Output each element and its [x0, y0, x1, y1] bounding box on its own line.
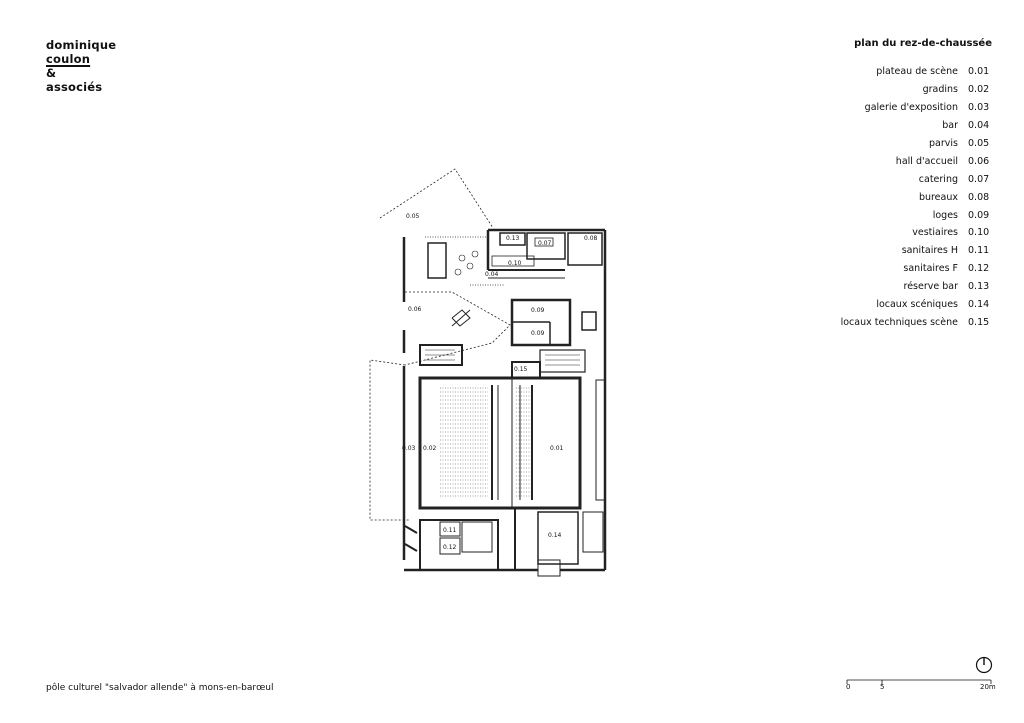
legend-room-code: 0.08	[968, 191, 990, 203]
legend-room-name: sanitaires F	[903, 263, 958, 275]
legend-room-code: 0.04	[968, 120, 990, 132]
legend-room-name: parvis	[929, 138, 958, 149]
brand-logo: dominique coulon & associés	[46, 38, 116, 94]
brand-line-3: &	[46, 66, 57, 80]
legend-row: plateau de scène 0.01	[841, 63, 992, 81]
legend-room-name: vestiaires	[912, 227, 958, 239]
legend-row: réserve bar 0.13	[841, 278, 992, 296]
room-label-0.09a: 0.09	[531, 307, 545, 314]
room-label-0.04: 0.04	[485, 271, 499, 278]
legend-row: parvis 0.05	[841, 135, 992, 153]
legend-room-code: 0.12	[968, 263, 990, 275]
legend-room-code: 0.02	[968, 84, 990, 96]
legend-room-name: locaux techniques scène	[840, 316, 958, 328]
project-caption: pôle culturel "salvador allende" à mons-…	[46, 683, 274, 693]
room-label-0.07: 0.07	[538, 240, 552, 247]
legend-row: sanitaires F 0.12	[841, 260, 992, 278]
legend-room-name: sanitaires H	[901, 245, 958, 257]
room-label-0.15: 0.15	[514, 366, 528, 373]
north-arrow-icon	[975, 656, 993, 674]
brand-line-4: associés	[46, 80, 103, 94]
legend-room-name: gradins	[922, 84, 958, 96]
legend-row: bar 0.04	[841, 117, 992, 135]
scale-label-20: 20m	[980, 683, 996, 691]
legend-room-name: locaux scéniques	[876, 299, 958, 311]
legend-row: hall d'accueil 0.06	[841, 152, 992, 170]
room-label-0.01: 0.01	[550, 445, 564, 452]
legend-title: plan du rez-de-chaussée	[854, 38, 992, 49]
legend-room-code: 0.09	[968, 209, 990, 221]
room-label-0.06: 0.06	[408, 306, 422, 313]
legend-room-code: 0.14	[968, 299, 990, 311]
room-label-0.10: 0.10	[508, 260, 522, 267]
legend-room-name: galerie d'exposition	[864, 102, 958, 114]
room-label-0.14: 0.14	[548, 532, 562, 539]
legend-row: galerie d'exposition 0.03	[841, 99, 992, 117]
legend-room-name: hall d'accueil	[895, 155, 958, 167]
scale-bar	[846, 679, 992, 684]
legend-room-name: réserve bar	[903, 281, 959, 293]
room-label-0.09b: 0.09	[531, 330, 545, 337]
legend-room-name: plateau de scène	[876, 66, 958, 78]
legend-row: catering 0.07	[841, 170, 992, 188]
room-label-0.11: 0.11	[443, 527, 457, 534]
legend-row: locaux techniques scène 0.15	[841, 313, 992, 331]
brand-line-1: dominique	[46, 38, 117, 52]
legend-room-name: bureaux	[918, 191, 958, 203]
legend-room-code: 0.05	[968, 138, 990, 149]
legend-room-code: 0.06	[968, 155, 990, 167]
legend-row: sanitaires H 0.11	[841, 242, 992, 260]
legend-room-name: bar	[942, 120, 958, 132]
room-label-0.02: 0.02	[423, 445, 437, 452]
legend-row: gradins 0.02	[841, 81, 992, 99]
room-label-0.13: 0.13	[506, 235, 520, 242]
room-label-0.12: 0.12	[443, 544, 457, 551]
parvis-outline	[379, 168, 494, 229]
legend-room-code: 0.13	[968, 281, 990, 293]
brand-line-2: coulon	[46, 52, 91, 66]
legend-room-code: 0.15	[968, 316, 990, 328]
scale-label-0: 0	[846, 683, 851, 691]
room-label-0.03: 0.03	[402, 445, 416, 452]
legend-room-code: 0.07	[968, 173, 990, 185]
room-label-0.08: 0.08	[584, 235, 598, 242]
legend-row: loges 0.09	[841, 206, 992, 224]
legend-room-code: 0.03	[968, 102, 990, 114]
legend-room-name: catering	[918, 173, 958, 185]
legend-room-code: 0.01	[968, 66, 990, 78]
legend-room-code: 0.10	[968, 227, 990, 239]
legend-room-name: loges	[932, 209, 958, 221]
legend-row: vestiaires 0.10	[841, 224, 992, 242]
legend-room-code: 0.11	[968, 245, 990, 257]
room-label-0.05: 0.05	[406, 213, 420, 220]
legend-row: locaux scéniques 0.14	[841, 296, 992, 314]
legend-row: bureaux 0.08	[841, 188, 992, 206]
galerie-outline	[369, 359, 410, 521]
room-legend: plan du rez-de-chaussée plateau de scène…	[841, 38, 992, 331]
scale-label-5: 5	[880, 683, 885, 691]
